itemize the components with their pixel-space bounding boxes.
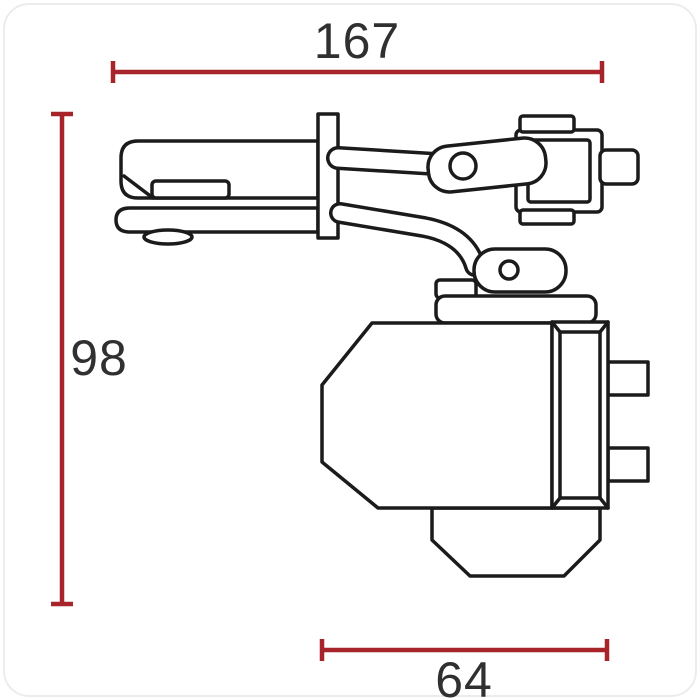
body-end-plate-inner (558, 330, 602, 500)
end-plate-bevel-tr (598, 320, 610, 334)
angled-arm-fill (332, 205, 483, 274)
arm-shoe-bevel (122, 174, 155, 200)
pivot-bracket-hole (498, 259, 520, 281)
end-bracket-top-tab (518, 114, 576, 134)
end-plate-bevel-bl (550, 496, 562, 510)
drawing-linework (114, 112, 650, 578)
dim-label-top-width: 167 (314, 13, 400, 69)
closer-body (320, 321, 554, 510)
dim-label-bottom-width: 64 (435, 652, 493, 700)
arm-shoe-detail (150, 179, 231, 200)
pivot-pin (448, 151, 478, 181)
bottom-cover (430, 506, 602, 578)
lower-arm-bar (114, 206, 320, 234)
end-plate-bevel-br (598, 496, 610, 510)
lower-arm-pad (142, 228, 194, 246)
body-top-plate (434, 294, 598, 325)
end-bracket-side-tab (598, 148, 640, 186)
pivot-bracket (472, 247, 568, 294)
end-plate-bevel-tl (550, 320, 562, 334)
dim-label-left-height: 98 (70, 330, 128, 386)
end-bracket-bottom-tab (518, 208, 576, 226)
dimension-lines (51, 61, 610, 661)
right-lug-bottom (606, 446, 650, 483)
right-lug-top (606, 360, 650, 397)
